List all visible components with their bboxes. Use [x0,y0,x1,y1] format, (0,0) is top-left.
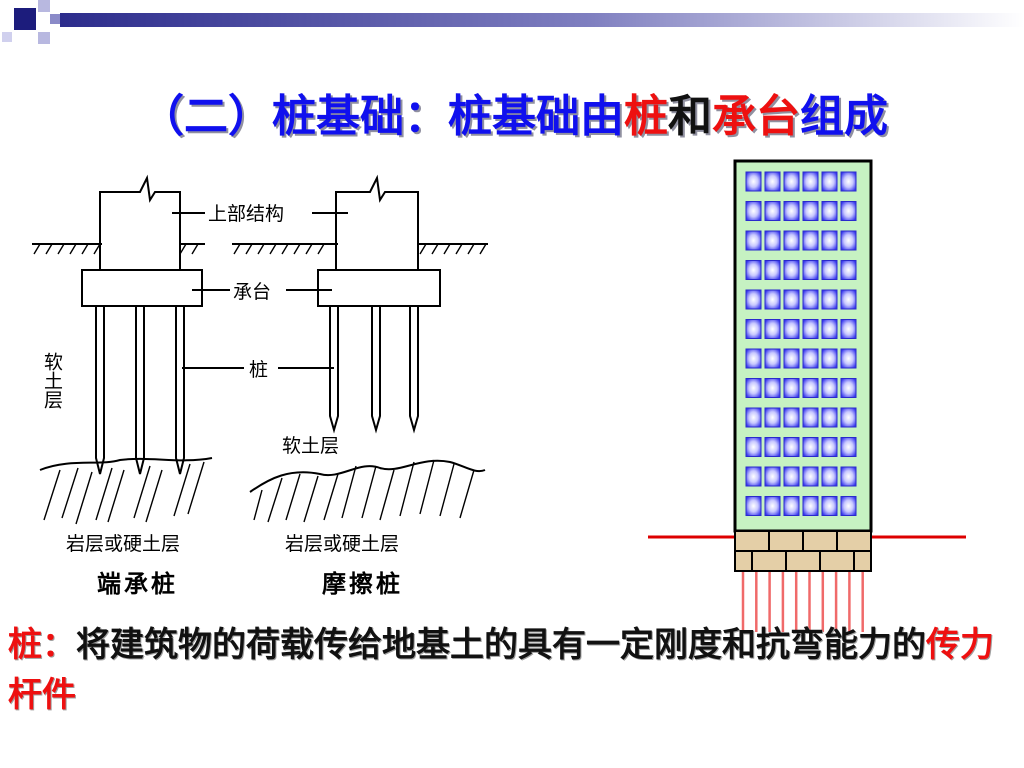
building-window [783,201,800,221]
building-window [783,466,800,487]
building-window [783,378,800,398]
definition-body: 将建筑物的荷载传给地基土的具有一定刚度和抗弯能力的 [76,625,926,665]
building-window [802,496,819,516]
building-window [764,171,781,192]
title-part1: （二）桩基础：桩基础由 [140,91,624,142]
building-piles [741,571,864,632]
label-pile: 桩 [249,359,268,381]
pile-foundation-diagram: 上部结构 承台 桩 软土层 软土层 岩层或硬土层 岩层或硬土层 端承桩 摩擦桩 [32,174,488,598]
pile-cap-mortar-lines [735,531,871,571]
label-soft-soil-right: 软土层 [282,435,339,457]
building-window [840,496,857,516]
building-window [840,378,857,398]
building-window [783,319,800,339]
building-window [821,201,838,221]
building-window [840,348,857,369]
building-window [764,201,781,221]
label-soft-soil-left: 软土层 [41,352,63,409]
building-windows [745,171,857,516]
building-window [764,378,781,398]
building-window [821,230,838,251]
building-window [821,496,838,516]
building-window [821,260,838,280]
building-window [802,407,819,428]
building-window [764,260,781,280]
building-window [745,466,762,487]
building-window [840,407,857,428]
building-window [745,201,762,221]
definition-highlight: 传力杆件 [8,625,994,715]
building-window [745,289,762,310]
building-window [802,466,819,487]
building-window [745,171,762,192]
slide-title: （二）桩基础：桩基础由桩和承台组成 [140,86,1010,148]
building-window [802,260,819,280]
building-window [802,201,819,221]
building-window [821,171,838,192]
label-pile-cap: 承台 [233,281,271,303]
building-window [745,378,762,398]
building-window [783,260,800,280]
building-window [745,260,762,280]
building-window [840,319,857,339]
building-window [821,348,838,369]
pile-definition: 桩：将建筑物的荷载传给地基土的具有一定刚度和抗弯能力的传力杆件 [8,620,1013,720]
pile-diagram-lines [32,174,488,525]
building-window [821,437,838,457]
building-window [821,407,838,428]
definition-term: 桩： [8,625,76,665]
building-window [783,496,800,516]
building-illustration [648,159,966,632]
label-rock-left: 岩层或硬土层 [66,533,180,555]
building-window [764,230,781,251]
title-cap-highlight: 承台 [712,91,800,142]
building-window [840,201,857,221]
building-window [783,407,800,428]
header-decoration-bar [2,0,1024,44]
building-window [802,230,819,251]
building-window [783,289,800,310]
building-window [802,437,819,457]
building-window [840,260,857,280]
building-window [764,319,781,339]
building-window [802,289,819,310]
building-window [840,289,857,310]
building-window [821,378,838,398]
building-window [821,319,838,339]
building-window [821,289,838,310]
building-window [821,466,838,487]
building-window [783,437,800,457]
title-pile-highlight: 桩 [624,91,668,142]
title-and: 和 [668,91,712,142]
building-window [764,466,781,487]
building-window [745,319,762,339]
caption-end-bearing-pile: 端承桩 [97,570,178,598]
caption-friction-pile: 摩擦桩 [322,570,403,598]
building-window [783,230,800,251]
building-window [764,496,781,516]
title-part2: 组成 [800,91,888,142]
label-rock-right: 岩层或硬土层 [285,533,399,555]
building-window [783,171,800,192]
building-window [764,289,781,310]
building-window [840,437,857,457]
building-window [745,230,762,251]
building-window [840,171,857,192]
building-window [783,348,800,369]
building-window [745,437,762,457]
building-window [745,348,762,369]
building-window [802,348,819,369]
building-window [764,407,781,428]
building-window [802,171,819,192]
building-window [840,230,857,251]
building-window [802,378,819,398]
building-window [745,496,762,516]
building-window [764,348,781,369]
building-window [764,437,781,457]
building-window [840,466,857,487]
building-window [745,407,762,428]
building-window [802,319,819,339]
label-superstructure: 上部结构 [208,203,284,225]
